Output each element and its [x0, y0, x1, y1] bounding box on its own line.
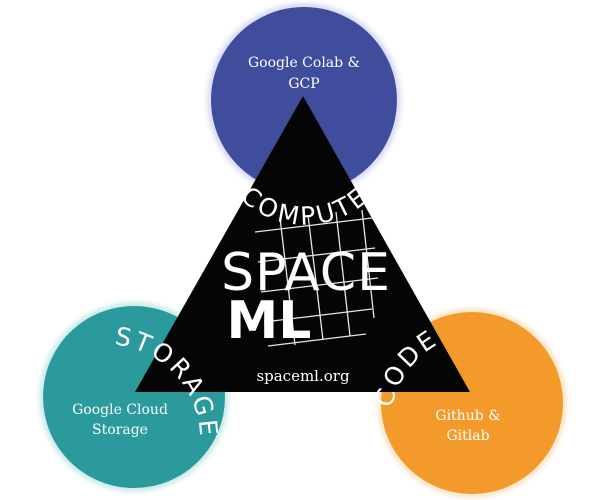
- storage-service-line1: Google Cloud: [72, 402, 168, 418]
- spaceml-url: spaceml.org: [256, 367, 350, 385]
- storage-service-line2: Storage: [92, 422, 148, 438]
- logo-grid-icon: [254, 209, 379, 347]
- logo-ml-text: ML: [227, 291, 312, 351]
- center-triangle: [135, 96, 470, 392]
- code-service-line1: Github &: [435, 408, 500, 424]
- compute-service-line1: Google Colab &: [248, 55, 360, 71]
- logo-space-text: SPACE: [221, 243, 391, 303]
- code-service-line2: Gitlab: [446, 428, 489, 444]
- compute-service-line2: GCP: [288, 76, 319, 92]
